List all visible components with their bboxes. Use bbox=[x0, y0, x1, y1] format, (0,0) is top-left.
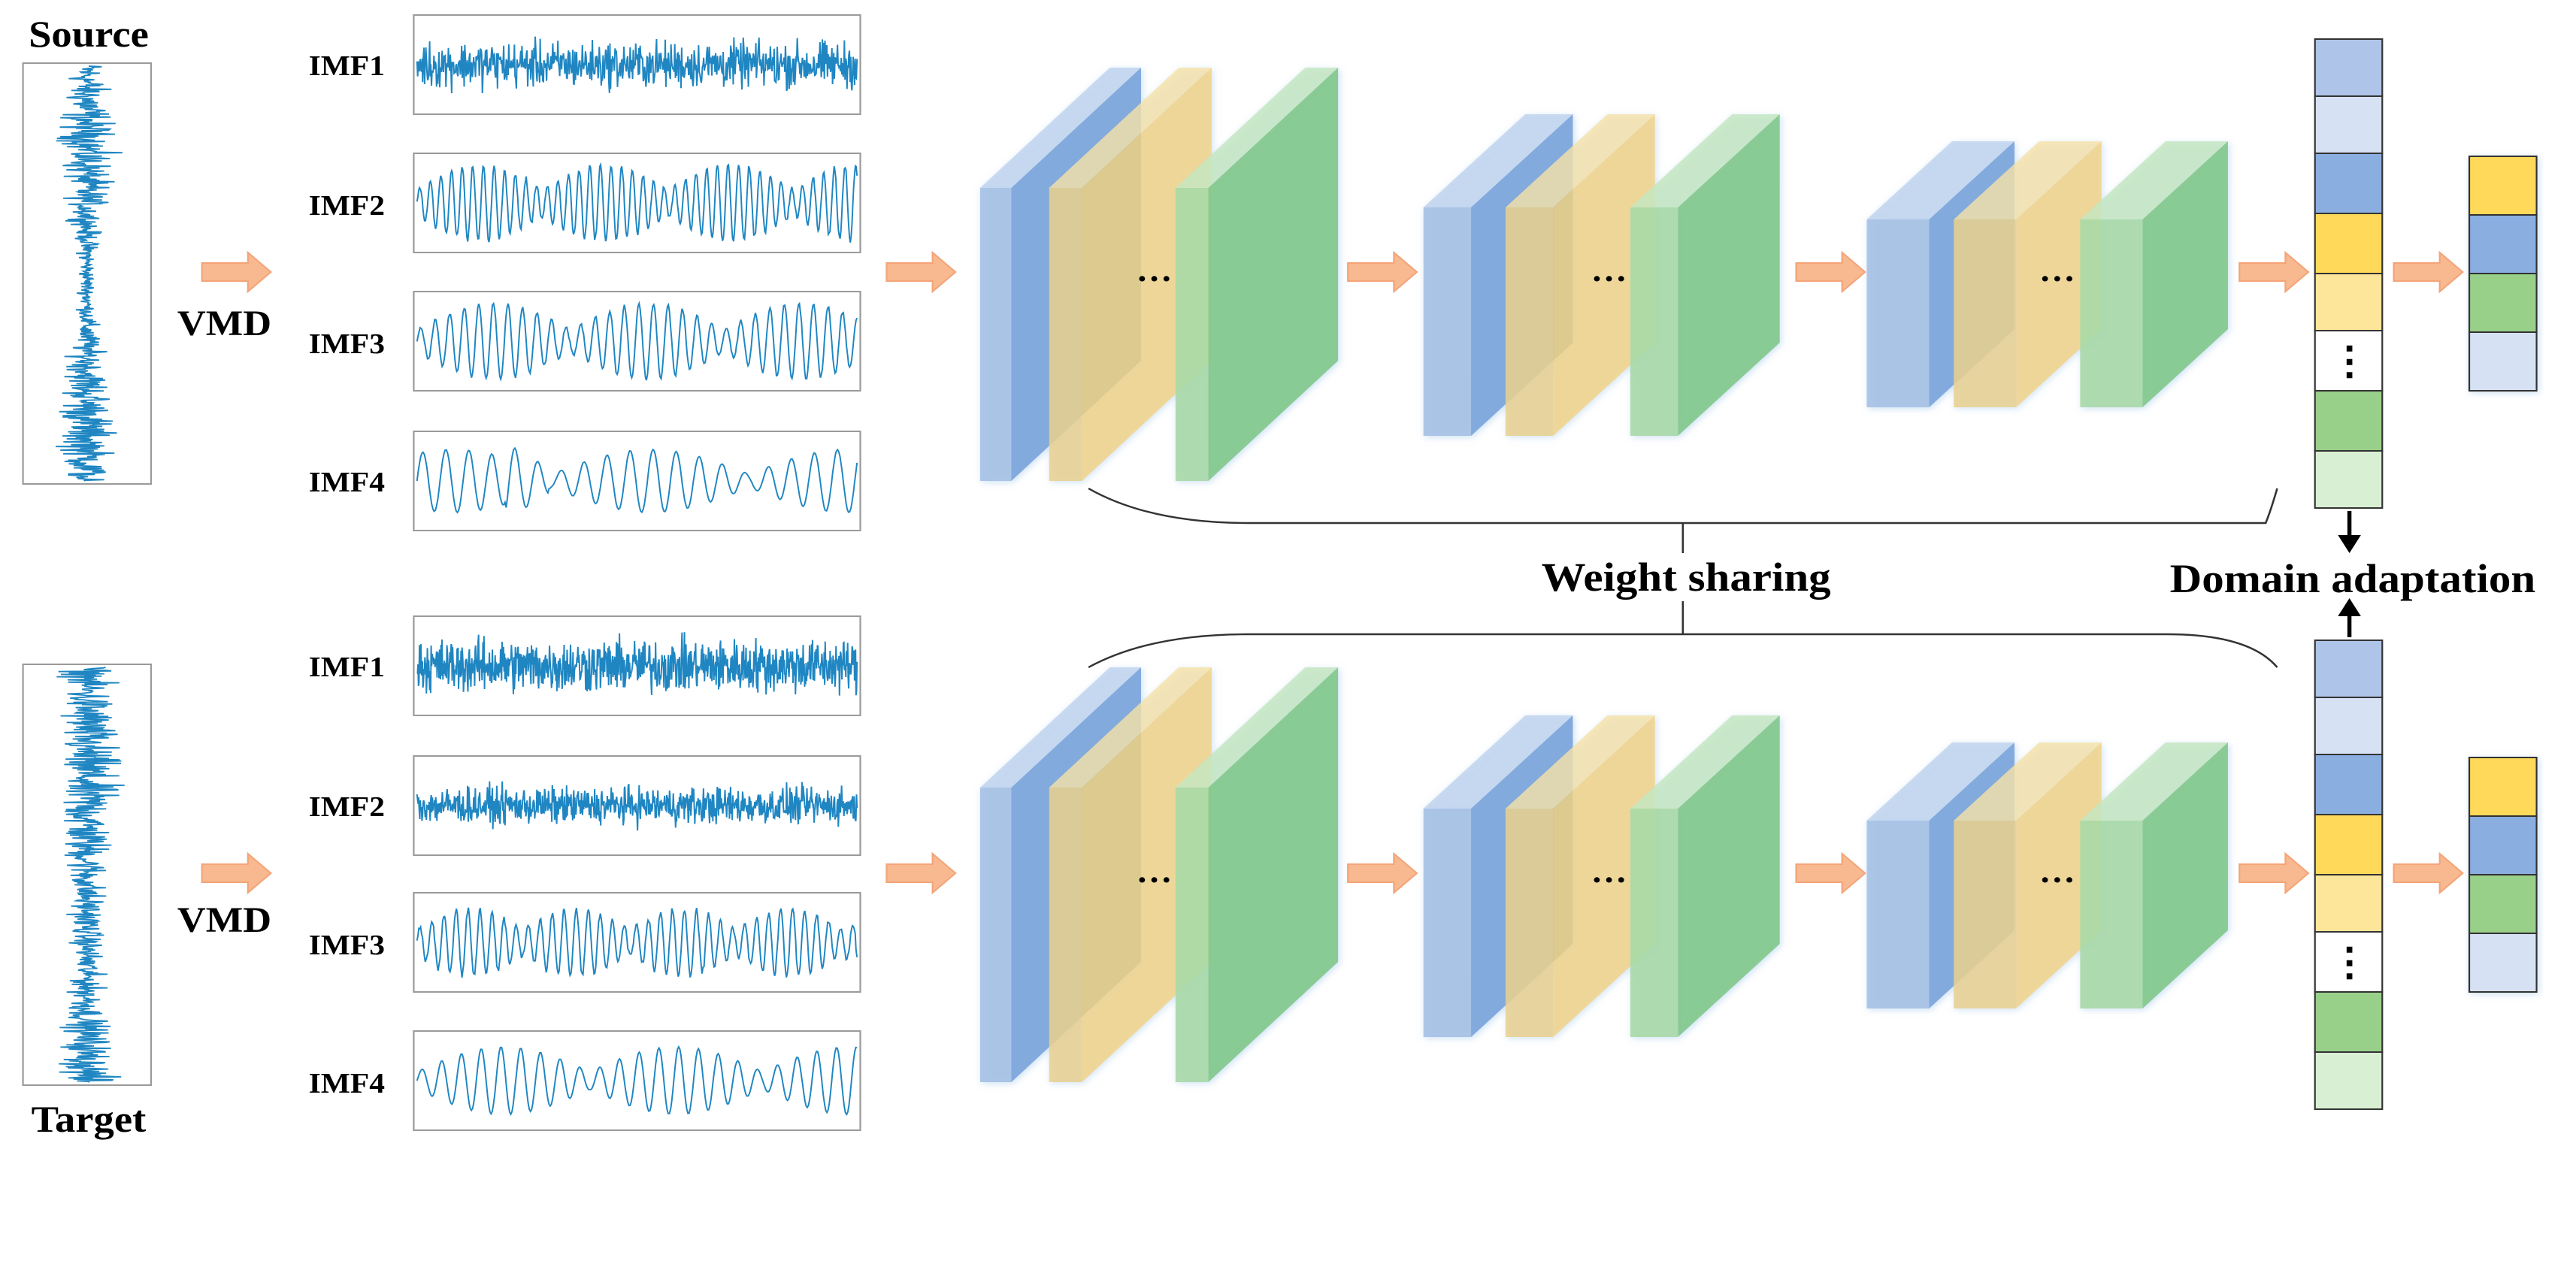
source-feature-vector bbox=[2314, 38, 2384, 509]
imf-signal bbox=[416, 1045, 858, 1116]
vmd-label-source: VMD bbox=[177, 303, 271, 343]
target-conv-block-2 bbox=[1423, 715, 1780, 1037]
imf-frame bbox=[413, 431, 861, 531]
conv-ellipsis: … bbox=[2039, 252, 2075, 289]
imf-frame bbox=[413, 291, 861, 392]
target-conv-block-1 bbox=[979, 667, 1339, 1082]
weight-sharing-label: Weight sharing bbox=[1542, 555, 1831, 600]
imf-signal bbox=[416, 36, 858, 94]
domain-adaptation-arrowhead-up bbox=[2338, 598, 2361, 616]
source-label: Source bbox=[29, 14, 149, 55]
vector-ellipsis: ⋮ bbox=[2328, 940, 2371, 984]
source-imf-panels: IMF1 IMF2 IMF3 IMF4 bbox=[309, 14, 861, 531]
imf2-label: IMF2 bbox=[309, 791, 385, 823]
imf-frame bbox=[413, 892, 861, 993]
vector-ellipsis: ⋮ bbox=[2328, 339, 2371, 383]
imf2-label: IMF2 bbox=[309, 190, 385, 222]
flow-arrow bbox=[2393, 852, 2464, 894]
conv-ellipsis: … bbox=[1136, 252, 1172, 289]
flow-arrow bbox=[2393, 251, 2464, 293]
imf1-label: IMF1 bbox=[309, 652, 385, 683]
flow-arrow bbox=[885, 251, 957, 293]
imf-signal bbox=[416, 301, 858, 383]
imf3-label: IMF3 bbox=[309, 328, 385, 360]
target-feature-vector bbox=[2314, 640, 2384, 1110]
imf-signal bbox=[416, 781, 858, 831]
conv-ellipsis: … bbox=[2039, 853, 2075, 890]
weight-sharing-brace-top bbox=[1088, 487, 2278, 525]
flow-arrow bbox=[2238, 251, 2310, 293]
flow-arrow bbox=[2238, 852, 2310, 894]
imf-signal bbox=[416, 907, 858, 978]
target-output-vector bbox=[2468, 757, 2538, 993]
flow-arrow bbox=[1795, 852, 1866, 894]
weight-sharing-brace-bottom bbox=[1088, 633, 2278, 669]
imf-signal bbox=[416, 446, 858, 514]
imf4-label: IMF4 bbox=[309, 467, 385, 498]
target-signal bbox=[56, 667, 125, 1083]
imf-signal bbox=[416, 162, 858, 243]
source-output-vector bbox=[2468, 156, 2538, 392]
imf1-label: IMF1 bbox=[309, 50, 385, 82]
imf-frame bbox=[413, 1030, 861, 1131]
imf3-label: IMF3 bbox=[309, 930, 385, 961]
vmd-arrow-target bbox=[201, 852, 272, 894]
vmd-label-target: VMD bbox=[177, 900, 271, 939]
source-conv-block-3 bbox=[1866, 141, 2228, 407]
flow-arrow bbox=[1795, 251, 1866, 293]
conv-ellipsis: … bbox=[1591, 853, 1627, 890]
target-label: Target bbox=[32, 1099, 147, 1140]
target-conv-block-3 bbox=[1866, 742, 2228, 1008]
imf-signal bbox=[416, 632, 858, 696]
flow-arrow bbox=[1347, 852, 1418, 894]
domain-adaptation-arrowhead-down bbox=[2338, 535, 2361, 553]
imf4-label: IMF4 bbox=[309, 1068, 385, 1099]
vmd-arrow-source bbox=[201, 251, 272, 293]
source-signal bbox=[56, 65, 123, 482]
conv-ellipsis: … bbox=[1136, 853, 1172, 890]
source-conv-block-2 bbox=[1423, 114, 1780, 436]
conv-ellipsis: … bbox=[1591, 252, 1627, 289]
target-imf-panels: IMF1 IMF2 IMF3 IMF4 bbox=[309, 615, 861, 1131]
domain-adaptation-label: Domain adaptation bbox=[2170, 557, 2536, 601]
source-conv-block-1 bbox=[979, 68, 1339, 481]
flow-arrow bbox=[1347, 251, 1418, 293]
flow-arrow bbox=[885, 852, 957, 894]
